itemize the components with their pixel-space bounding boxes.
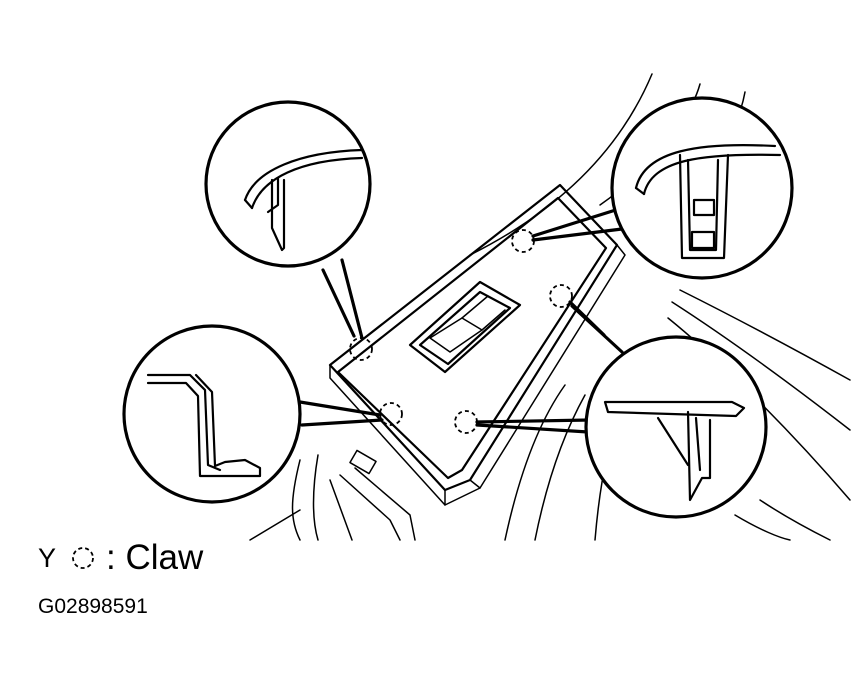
detail-callout-left: [122, 324, 302, 504]
switch-panel: [328, 183, 626, 506]
callout-leaders: [298, 206, 632, 434]
window-switch-knob: [408, 280, 522, 374]
legend: Y : Claw: [38, 538, 203, 578]
detail-callout-right: [584, 335, 768, 519]
claw-marker-top: [511, 229, 535, 253]
claw-markers: [349, 229, 573, 434]
claw-marker-right: [549, 284, 573, 308]
dashed-circle-icon: [72, 547, 94, 569]
legend-mark: Y: [38, 542, 57, 573]
detail-callout-top-right: [610, 96, 794, 280]
claw-marker-bottom-left: [379, 402, 403, 426]
legend-label: : Claw: [106, 538, 204, 577]
figure-code: G02898591: [38, 595, 148, 618]
claw-marker-bottom: [454, 410, 478, 434]
detail-callout-top-left: [204, 100, 372, 268]
